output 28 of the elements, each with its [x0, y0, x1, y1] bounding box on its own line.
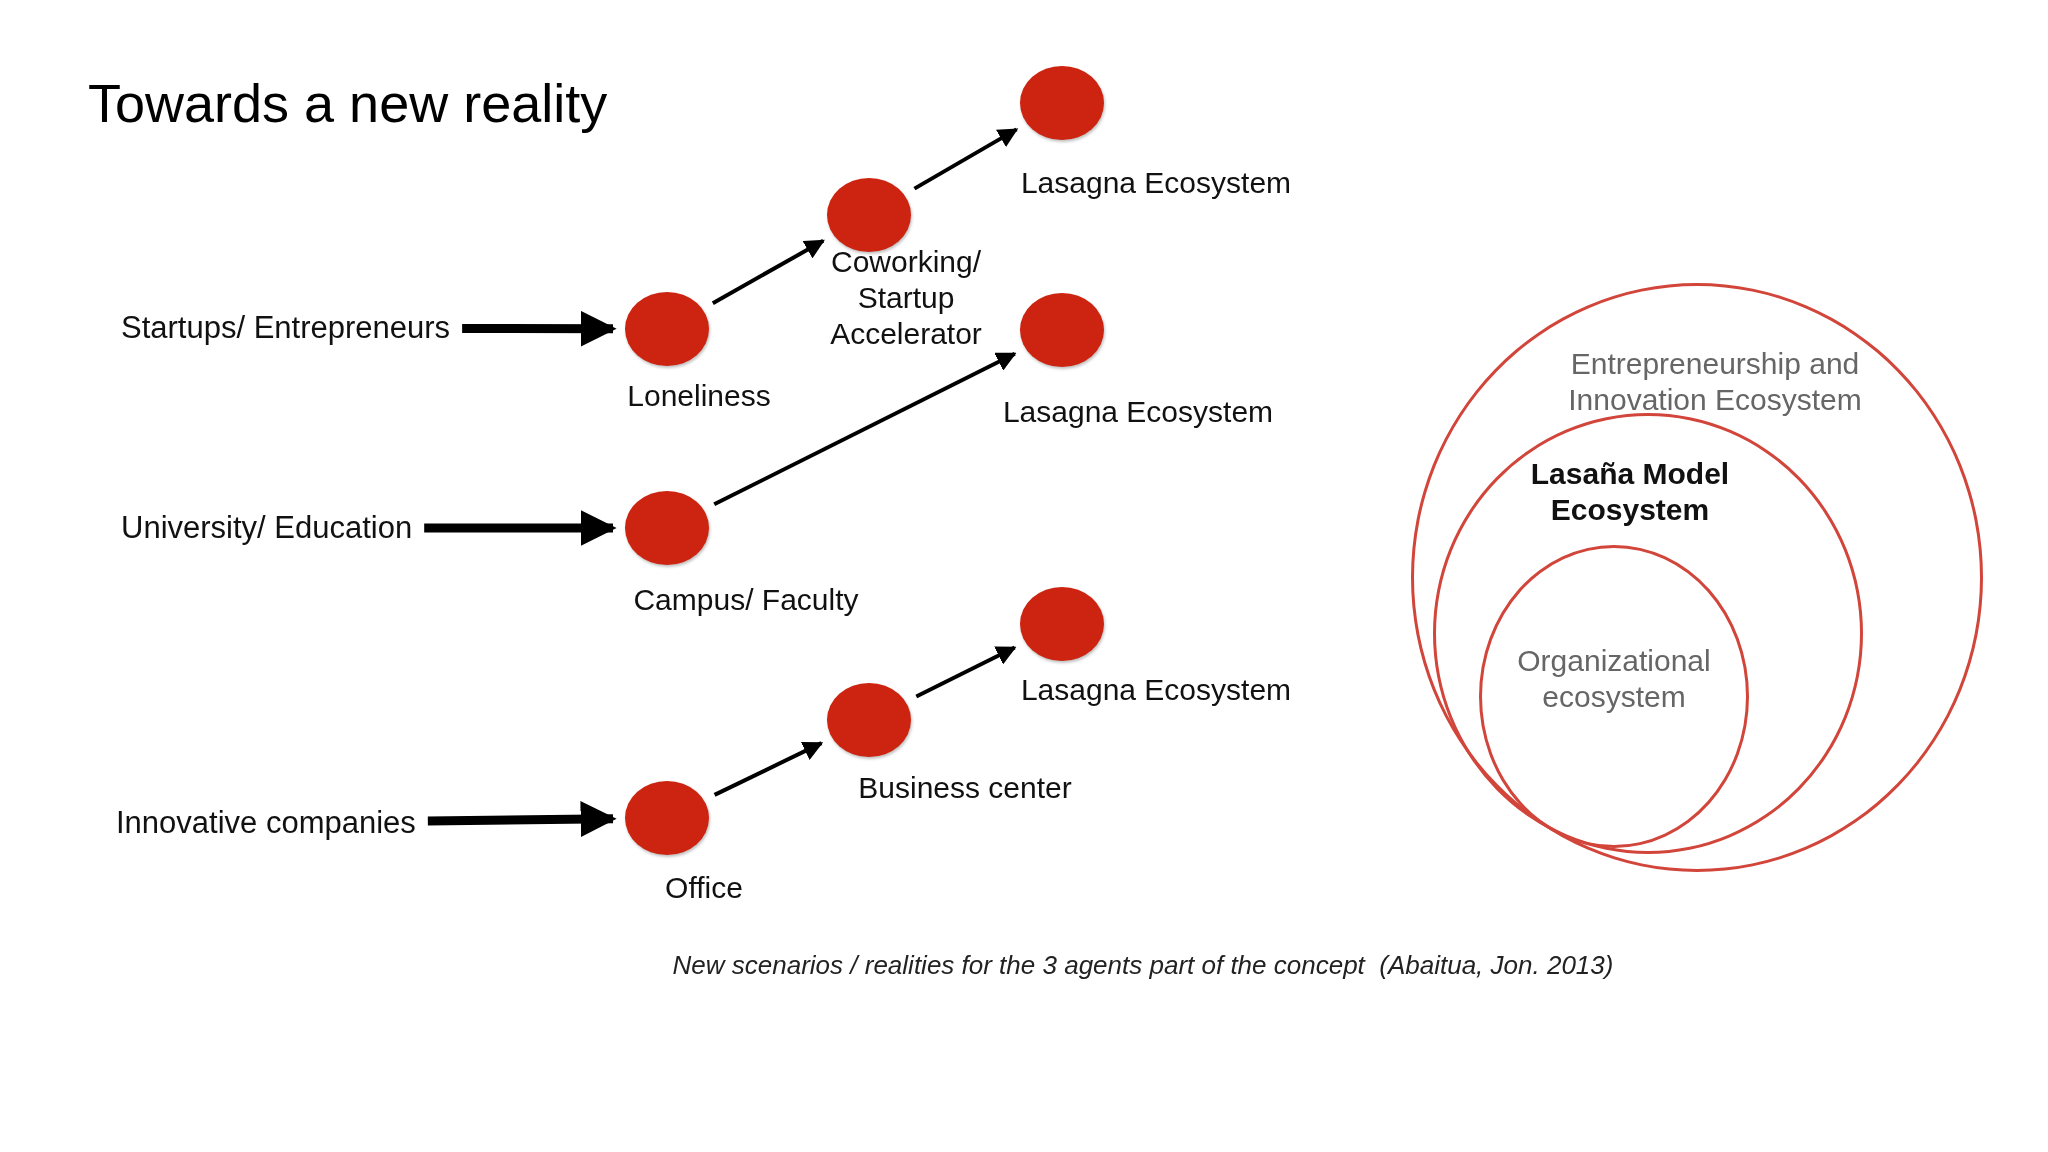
arrow — [915, 645, 1017, 699]
arrow — [713, 741, 824, 797]
circle-node — [827, 178, 911, 252]
agent-label: Startups/ Entrepreneurs — [121, 310, 451, 346]
ecosystem-label: Entrepreneurship and Innovation Ecosystem — [1567, 346, 1863, 418]
node-caption: Lasagna Ecosystem — [1019, 165, 1293, 201]
ecosystem-circle — [1479, 545, 1749, 848]
ecosystem-circle — [1411, 283, 1983, 872]
arrow — [427, 801, 617, 838]
caption: New scenarios / realities for the 3 agents part of the concept (Abaitua, Jon. 2013) — [672, 950, 1614, 981]
node-caption: Loneliness — [626, 378, 772, 414]
arrow — [462, 310, 617, 347]
ecosystem-label: Organizational ecosystem — [1516, 643, 1712, 715]
agent-label: University/ Education — [121, 510, 413, 546]
node-caption: Coworking/ Startup Accelerator — [829, 244, 983, 352]
node-caption: Lasagna Ecosystem — [1019, 672, 1293, 708]
arrow — [711, 239, 825, 305]
agent-label: Innovative companies — [116, 805, 416, 841]
node-caption: Lasagna Ecosystem — [1001, 394, 1275, 430]
ecosystem-label: Lasaña Model Ecosystem — [1529, 456, 1731, 528]
title: Towards a new reality — [88, 72, 608, 134]
arrow — [713, 351, 1017, 507]
arrow — [913, 127, 1019, 191]
node-caption: Campus/ Faculty — [632, 582, 860, 618]
node-caption: Business center — [857, 770, 1073, 806]
node-caption: Office — [664, 870, 744, 906]
arrow — [424, 510, 617, 546]
circle-node — [1020, 66, 1104, 140]
